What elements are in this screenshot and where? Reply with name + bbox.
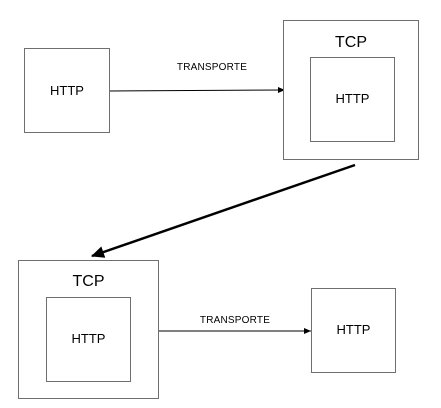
top-left-http-box: HTTP	[24, 48, 110, 133]
bottom-right-http-label: HTTP	[336, 322, 371, 337]
top-right-inner-http-box: HTTP	[310, 57, 395, 142]
top-right-tcp-label: TCP	[335, 34, 367, 51]
top-right-inner-http-label: HTTP	[335, 91, 370, 106]
bottom-left-inner-http-label: HTTP	[71, 331, 106, 346]
top-transport-arrow	[109, 87, 286, 94]
top-transport-label: TRANSPORTE	[176, 62, 248, 73]
bottom-left-tcp-box: TCP HTTP	[18, 260, 159, 399]
bottom-left-inner-http-box: HTTP	[46, 297, 131, 382]
top-right-tcp-box: TCP HTTP	[283, 20, 419, 160]
bottom-left-tcp-label: TCP	[72, 273, 105, 290]
diagonal-arrow	[91, 163, 356, 258]
bottom-right-http-box: HTTP	[311, 288, 396, 373]
top-left-http-label: HTTP	[50, 83, 84, 98]
bottom-transport-label: TRANSPORTE	[199, 315, 271, 326]
